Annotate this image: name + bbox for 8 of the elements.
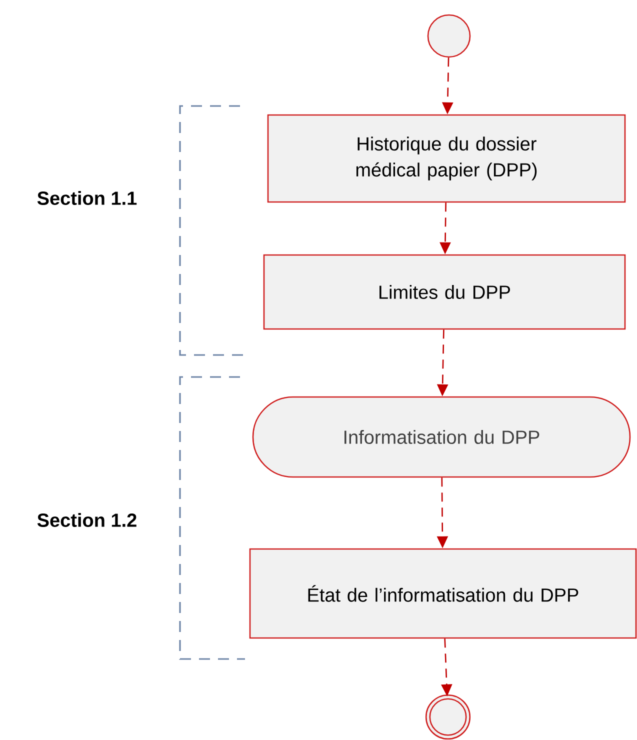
section-label: Section 1.2 [37,513,136,527]
process-box: Limites du DPP [263,254,626,330]
rounded-box: Informatisation du DPP [252,396,631,478]
section-label: Section 1.1 [37,191,137,205]
process-box: État de l’informatisation du DPP [249,548,637,639]
end-circle [425,694,471,740]
start-circle [427,14,471,58]
process-box: Historique du dossier médical papier (DPP) [267,114,626,203]
